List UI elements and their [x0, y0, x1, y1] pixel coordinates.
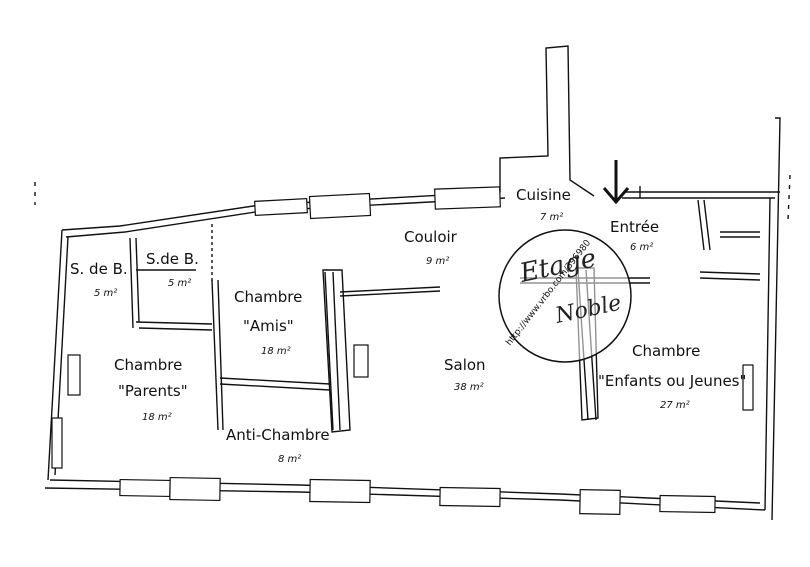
- room-enfants-area: 27 m²: [660, 400, 690, 411]
- room-salon-name: Salon: [444, 356, 486, 374]
- room-parents-name: Chambre: [114, 356, 182, 374]
- room-labels: S. de B. 5 m² S.de B. 5 m² Chambre "Amis…: [70, 186, 746, 465]
- room-entree-area: 6 m²: [630, 242, 653, 253]
- room-sdb2-area: 5 m²: [168, 278, 191, 289]
- room-amis-name: Chambre: [234, 288, 302, 306]
- room-amis-name2: "Amis": [243, 317, 294, 335]
- window-openings: [51, 186, 754, 515]
- room-anti-name: Anti-Chambre: [226, 426, 330, 444]
- outer-walls: [34, 45, 791, 521]
- room-salon-area: 38 m²: [454, 382, 484, 393]
- room-anti-area: 8 m²: [278, 454, 301, 465]
- watermark: Etage Noble http://www.vrbo.com/396980: [498, 229, 632, 363]
- room-cuisine-name: Cuisine: [516, 186, 571, 204]
- room-sdb2-name: S.de B.: [146, 250, 199, 268]
- room-couloir-name: Couloir: [404, 228, 458, 246]
- room-enfants-name: Chambre: [632, 342, 700, 360]
- room-cuisine-area: 7 m²: [540, 212, 563, 223]
- room-sdb1-name: S. de B.: [70, 260, 128, 278]
- room-amis-area: 18 m²: [261, 346, 291, 357]
- room-enfants-name2: "Enfants ou Jeunes": [598, 372, 746, 390]
- room-parents-area: 18 m²: [142, 412, 172, 423]
- watermark-circle: [498, 229, 632, 363]
- room-parents-name2: "Parents": [118, 382, 188, 400]
- room-entree-name: Entrée: [610, 218, 659, 236]
- room-sdb1-area: 5 m²: [94, 288, 117, 299]
- interior-walls: [129, 199, 761, 433]
- arrow-down-icon: [602, 160, 630, 205]
- room-couloir-area: 9 m²: [426, 256, 449, 267]
